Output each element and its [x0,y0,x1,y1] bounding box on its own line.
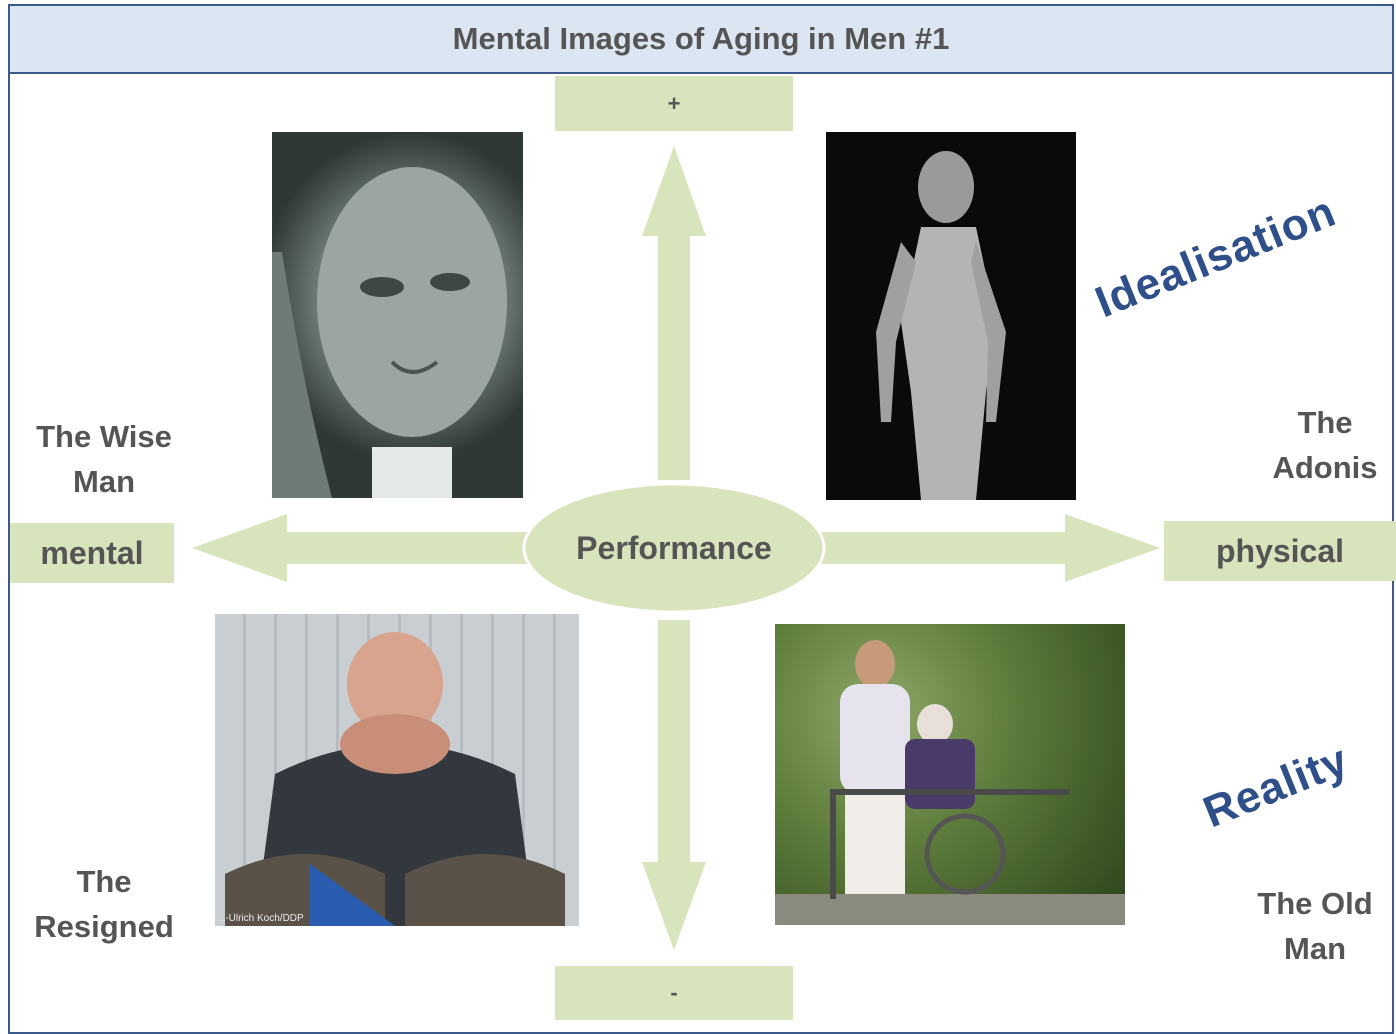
arrow-down [642,620,706,950]
axis-plus-label: + [667,90,681,116]
wise-man-photo [272,132,523,498]
axis-minus-box: - [555,966,793,1020]
resigned-man-photo: ...-Ulrich Koch/DDP [215,614,579,926]
axis-mental-label: mental [40,534,144,571]
old-man-photo [775,624,1125,925]
title-bar: Mental Images of Aging in Men #1 [8,4,1394,74]
arrow-left [192,514,530,582]
center-label: Performance [576,530,772,566]
axis-physical-label: physical [1215,532,1345,569]
wise-man-figure [272,167,507,498]
center-ellipse [522,482,826,614]
photo-credit: ...-Ulrich Koch/DDP [217,913,304,924]
resigned-man-figure [225,632,565,926]
axis-plus-box: + [555,76,793,131]
axis-minus-label: - [670,980,678,1005]
quadrant-label-resigned: The Resigned [34,864,174,944]
quadrant-label-old-man: The Old Man [1257,886,1373,966]
axis-mental-box: mental [10,523,174,583]
quadrant-label-wise-man: The Wise Man [36,419,172,499]
quadrant-label-adonis: The Adonis [1272,405,1378,485]
arrow-right [820,514,1160,582]
arrow-up [642,146,706,480]
old-man-figure [775,640,1125,925]
adonis-figure [876,151,1006,500]
axis-physical-box: physical [1164,521,1396,581]
adonis-photo [826,132,1076,500]
slide-title: Mental Images of Aging in Men #1 [452,21,950,56]
